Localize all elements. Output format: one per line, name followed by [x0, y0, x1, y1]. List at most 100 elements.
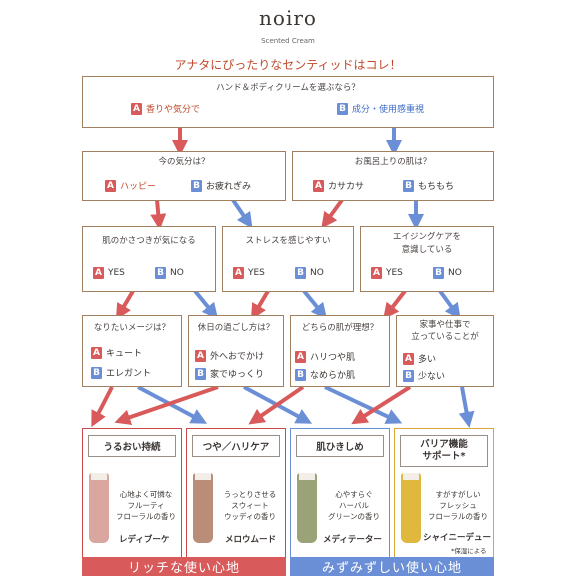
arrow-q4d-a	[351, 385, 412, 425]
brand-subtitle: Scented Cream	[261, 37, 315, 45]
badge-a: A	[403, 352, 414, 365]
option-b-label: なめらか肌	[310, 371, 356, 381]
option-b[interactable]: B 成分・使用感重視	[337, 102, 424, 115]
arrow-q3a-b	[193, 289, 219, 320]
option-a[interactable]: A 多い	[403, 352, 436, 365]
arrow-q3c-a	[383, 289, 407, 320]
option-a[interactable]: A 香りや気分で	[131, 102, 200, 115]
product-benefit-label: つや／ハリケア	[192, 435, 280, 457]
badge-a: A	[93, 267, 104, 279]
question-text: ハンド＆ボディクリームを選ぶなら？	[216, 83, 360, 93]
arrow-q4c-b	[324, 385, 403, 424]
option-b[interactable]: B NO	[155, 267, 184, 279]
product-description: 心やすらぐハーバルグリーンの香り	[327, 490, 381, 521]
option-a-label: ハッピー	[120, 182, 157, 192]
arrow-q3b-b	[302, 289, 328, 320]
badge-a: A	[195, 349, 206, 362]
badge-b: B	[195, 367, 206, 380]
product-benefit-label: 肌ひきしめ	[296, 435, 384, 457]
product-footnote: *保湿による	[451, 547, 487, 555]
product-description: すがすがしいフレッシュフローラルの香り	[428, 490, 488, 521]
product-tube-image	[401, 473, 421, 543]
option-a[interactable]: A ハリつや肌	[295, 350, 355, 363]
arrow-q3a-a	[115, 289, 135, 320]
badge-b: B	[191, 179, 202, 192]
option-a-label: 香りや気分で	[146, 105, 201, 115]
product-card-shiny-dew[interactable]: バリア機能 サポート* すがすがしいフレッシュフローラルの香り シャイニーデュー…	[394, 428, 494, 560]
badge-b: B	[295, 267, 306, 279]
arrow-q2a-a	[150, 199, 167, 230]
badge-b: B	[155, 267, 166, 279]
product-name: レディブーケ	[119, 535, 170, 545]
badge-b: B	[433, 267, 444, 279]
option-b-label: NO	[170, 268, 184, 278]
arrow-q2a-b	[231, 198, 253, 229]
product-description: うっとりさせるスウィートウッディの香り	[223, 490, 277, 521]
badge-a: A	[233, 267, 244, 279]
option-a-label: 多い	[418, 355, 437, 365]
product-card-lady-bouquet[interactable]: うるおい持続 心地よく可憐なフルーティフローラルの香り レディブーケ	[82, 428, 182, 560]
question-text: 今の気分は？	[158, 157, 210, 167]
option-b-label: 家でゆっくり	[210, 370, 265, 380]
badge-a: A	[295, 350, 306, 363]
product-tube-image	[89, 473, 109, 543]
band-fresh-texture: みずみずしい使い心地	[290, 557, 494, 576]
option-a[interactable]: A ハッピー	[105, 179, 156, 192]
option-a[interactable]: A 外へおでかけ	[195, 349, 264, 362]
option-a-label: YES	[108, 268, 125, 278]
arrow-q2b-a	[321, 198, 344, 229]
arrow-q4c-a	[248, 385, 305, 425]
product-tube-image	[193, 473, 213, 543]
option-a-label: カサカサ	[328, 182, 365, 192]
arrow-q4d-b	[458, 386, 475, 428]
option-b-label: エレガント	[106, 369, 152, 379]
question-text: ストレスを感じやすい	[245, 236, 331, 246]
badge-b: B	[337, 102, 348, 115]
option-a-label: YES	[248, 268, 265, 278]
option-a-label: 外へおでかけ	[210, 352, 265, 362]
option-a[interactable]: A YES	[93, 267, 125, 279]
question-text: 休日の過ごし方は？	[197, 323, 275, 333]
question-text-line2: 意識している	[401, 245, 453, 255]
product-name: メディテーター	[323, 535, 382, 545]
product-card-meditator[interactable]: 肌ひきしめ 心やすらぐハーバルグリーンの香り メディテーター	[290, 428, 390, 560]
option-a-label: YES	[386, 268, 403, 278]
badge-a: A	[105, 179, 116, 192]
question-text-line2: 立っていることが	[411, 332, 479, 342]
arrow-q3b-a	[250, 289, 270, 320]
product-name: シャイニーデュー	[423, 533, 492, 543]
question-text: どちらの肌が理想？	[301, 323, 379, 333]
badge-a: A	[131, 102, 142, 115]
arrow-q4b-a	[114, 385, 219, 425]
product-card-mellow-mood[interactable]: つや／ハリケア うっとりさせるスウィートウッディの香り メロウムード	[186, 428, 286, 560]
question-text: なりたいメージは？	[93, 323, 171, 333]
product-benefit-label: うるおい持続	[88, 435, 176, 457]
option-a-label: ハリつや肌	[310, 353, 356, 363]
option-b-label: 成分・使用感重視	[352, 105, 425, 115]
question-text-line1: エイジングケアを	[392, 232, 461, 242]
option-a[interactable]: A YES	[233, 267, 265, 279]
question-box-q4b: 休日の過ごし方は？ A 外へおでかけ B 家でゆっくり	[188, 315, 284, 387]
option-b[interactable]: B 家でゆっくり	[195, 367, 264, 380]
arrow-q3c-b	[438, 289, 461, 320]
badge-a: A	[371, 267, 382, 279]
option-a[interactable]: A YES	[371, 267, 403, 279]
headline: アナタにぴったりなセンティッドはコレ！	[174, 58, 402, 72]
